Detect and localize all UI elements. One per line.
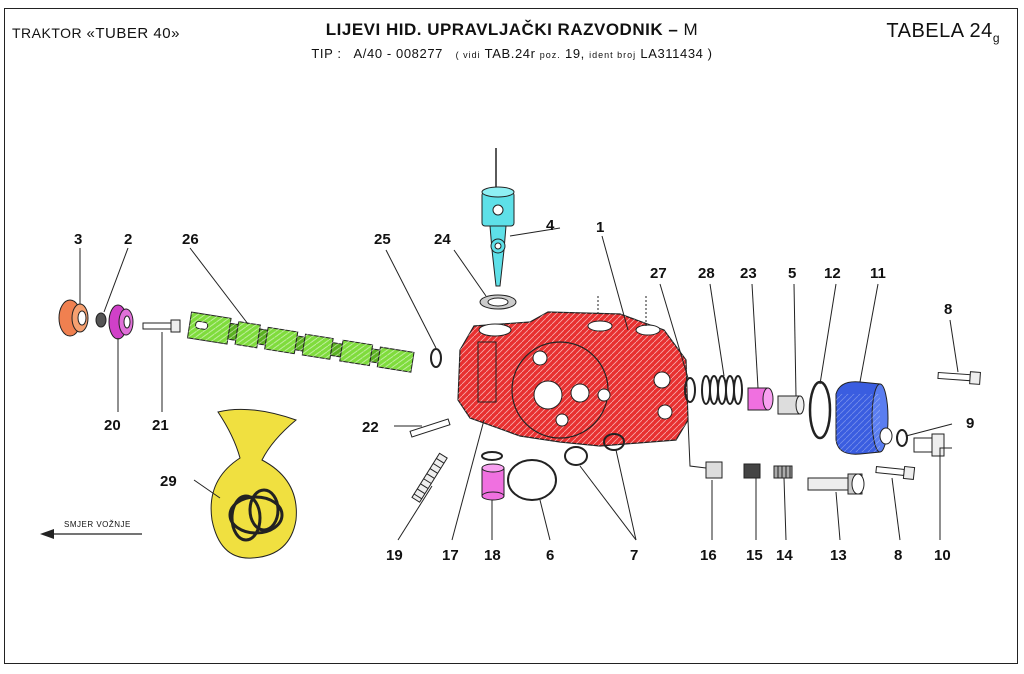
table-number: TABELA 24g xyxy=(886,20,1000,45)
label-part-29: 29 xyxy=(160,473,177,490)
part-18-seal xyxy=(481,463,505,501)
label-part-26: 26 xyxy=(182,231,199,248)
part-29-bag xyxy=(210,408,297,559)
part-4-handle xyxy=(481,148,515,287)
part-6-oring xyxy=(507,459,557,501)
part-19-spring xyxy=(411,452,448,503)
part-5-nut xyxy=(777,395,805,415)
part-8-screw-top xyxy=(937,371,981,385)
ref-prefix: ( vidi xyxy=(455,50,481,60)
label-part-12: 12 xyxy=(824,265,841,282)
label-part-22: 22 xyxy=(362,419,379,436)
direction-label: SMJER VOŽNJE xyxy=(64,520,131,529)
part-26-spool xyxy=(186,311,415,374)
part-16-nut xyxy=(705,461,723,479)
label-part-8-top: 8 xyxy=(944,301,952,318)
part-27-washer xyxy=(684,377,696,403)
label-part-19: 19 xyxy=(386,547,403,564)
label-part-18: 18 xyxy=(484,547,501,564)
ref-table: TAB.24r xyxy=(484,46,536,61)
part-1-valve-body xyxy=(457,296,689,447)
part-11-cap xyxy=(835,381,893,455)
label-part-10: 10 xyxy=(934,547,951,564)
label-part-28: 28 xyxy=(698,265,715,282)
ref-pos-label: poz. xyxy=(539,50,561,60)
label-part-2: 2 xyxy=(124,231,132,248)
label-part-16: 16 xyxy=(700,547,717,564)
label-part-6: 6 xyxy=(546,547,554,564)
part-labels: 1 2 3 4 5 6 7 8 8 9 10 11 12 13 14 15 16… xyxy=(74,217,974,564)
type-line: TIP : A/40 - 008277 ( vidi TAB.24r poz. … xyxy=(0,46,1024,61)
part-12-gasket xyxy=(808,380,832,440)
ident-label: ident broj xyxy=(589,50,637,60)
label-part-7: 7 xyxy=(630,547,638,564)
part-14-spring xyxy=(773,465,793,479)
part-10-plug xyxy=(913,433,945,457)
ref-pos: 19, xyxy=(565,46,585,61)
tractor-model: TRAKTOR «TUBER 40» xyxy=(12,25,180,42)
label-part-24: 24 xyxy=(434,231,451,248)
label-part-11: 11 xyxy=(870,265,886,282)
part-9-washer xyxy=(896,429,908,447)
label-part-20: 20 xyxy=(104,417,121,434)
label-part-5: 5 xyxy=(788,265,796,282)
part-20-ring xyxy=(108,304,134,340)
title-suffix: M xyxy=(683,20,699,39)
part-28-spring xyxy=(701,375,743,405)
table-label: TABELA 24 xyxy=(886,20,993,42)
part-24-ring xyxy=(479,294,517,310)
part-17-oring xyxy=(481,451,503,461)
part-22-pin xyxy=(409,418,451,438)
label-part-14: 14 xyxy=(776,547,793,564)
leader-lines xyxy=(79,227,959,541)
type-label: TIP : xyxy=(311,46,342,61)
part-23-bushing xyxy=(747,387,774,411)
label-part-1: 1 xyxy=(596,219,604,236)
page-title: LIJEVI HID. UPRAVLJAČKI RAZVODNIK – M xyxy=(0,20,1024,40)
part-13-valve xyxy=(807,473,865,495)
part-8-screw-bottom xyxy=(875,465,916,481)
part-21-screw xyxy=(142,319,181,333)
label-part-4: 4 xyxy=(546,217,555,234)
label-part-9: 9 xyxy=(966,415,974,432)
part-3-nut xyxy=(58,299,89,337)
label-part-23: 23 xyxy=(740,265,757,282)
label-part-3: 3 xyxy=(74,231,82,248)
label-part-25: 25 xyxy=(374,231,391,248)
type-code: A/40 - 008277 xyxy=(353,46,443,61)
label-part-8-bottom: 8 xyxy=(894,547,902,564)
part-2-washer xyxy=(95,312,107,328)
part-15-ball xyxy=(743,463,761,479)
label-part-13: 13 xyxy=(830,547,847,564)
label-part-27: 27 xyxy=(650,265,667,282)
label-part-21: 21 xyxy=(152,417,169,434)
table-sub: g xyxy=(992,31,1000,45)
part-7-orings xyxy=(564,433,625,466)
ident-number: LA311434 ) xyxy=(640,46,713,61)
part-25-oring xyxy=(430,348,442,368)
direction-arrow xyxy=(40,529,142,539)
tractor-name: «TUBER 40» xyxy=(86,25,180,42)
drawing-frame xyxy=(4,8,1018,664)
tractor-prefix: TRAKTOR xyxy=(12,25,83,41)
label-part-17: 17 xyxy=(442,547,459,564)
title-text: LIJEVI HID. UPRAVLJAČKI RAZVODNIK – xyxy=(325,20,679,39)
label-part-15: 15 xyxy=(746,547,763,564)
